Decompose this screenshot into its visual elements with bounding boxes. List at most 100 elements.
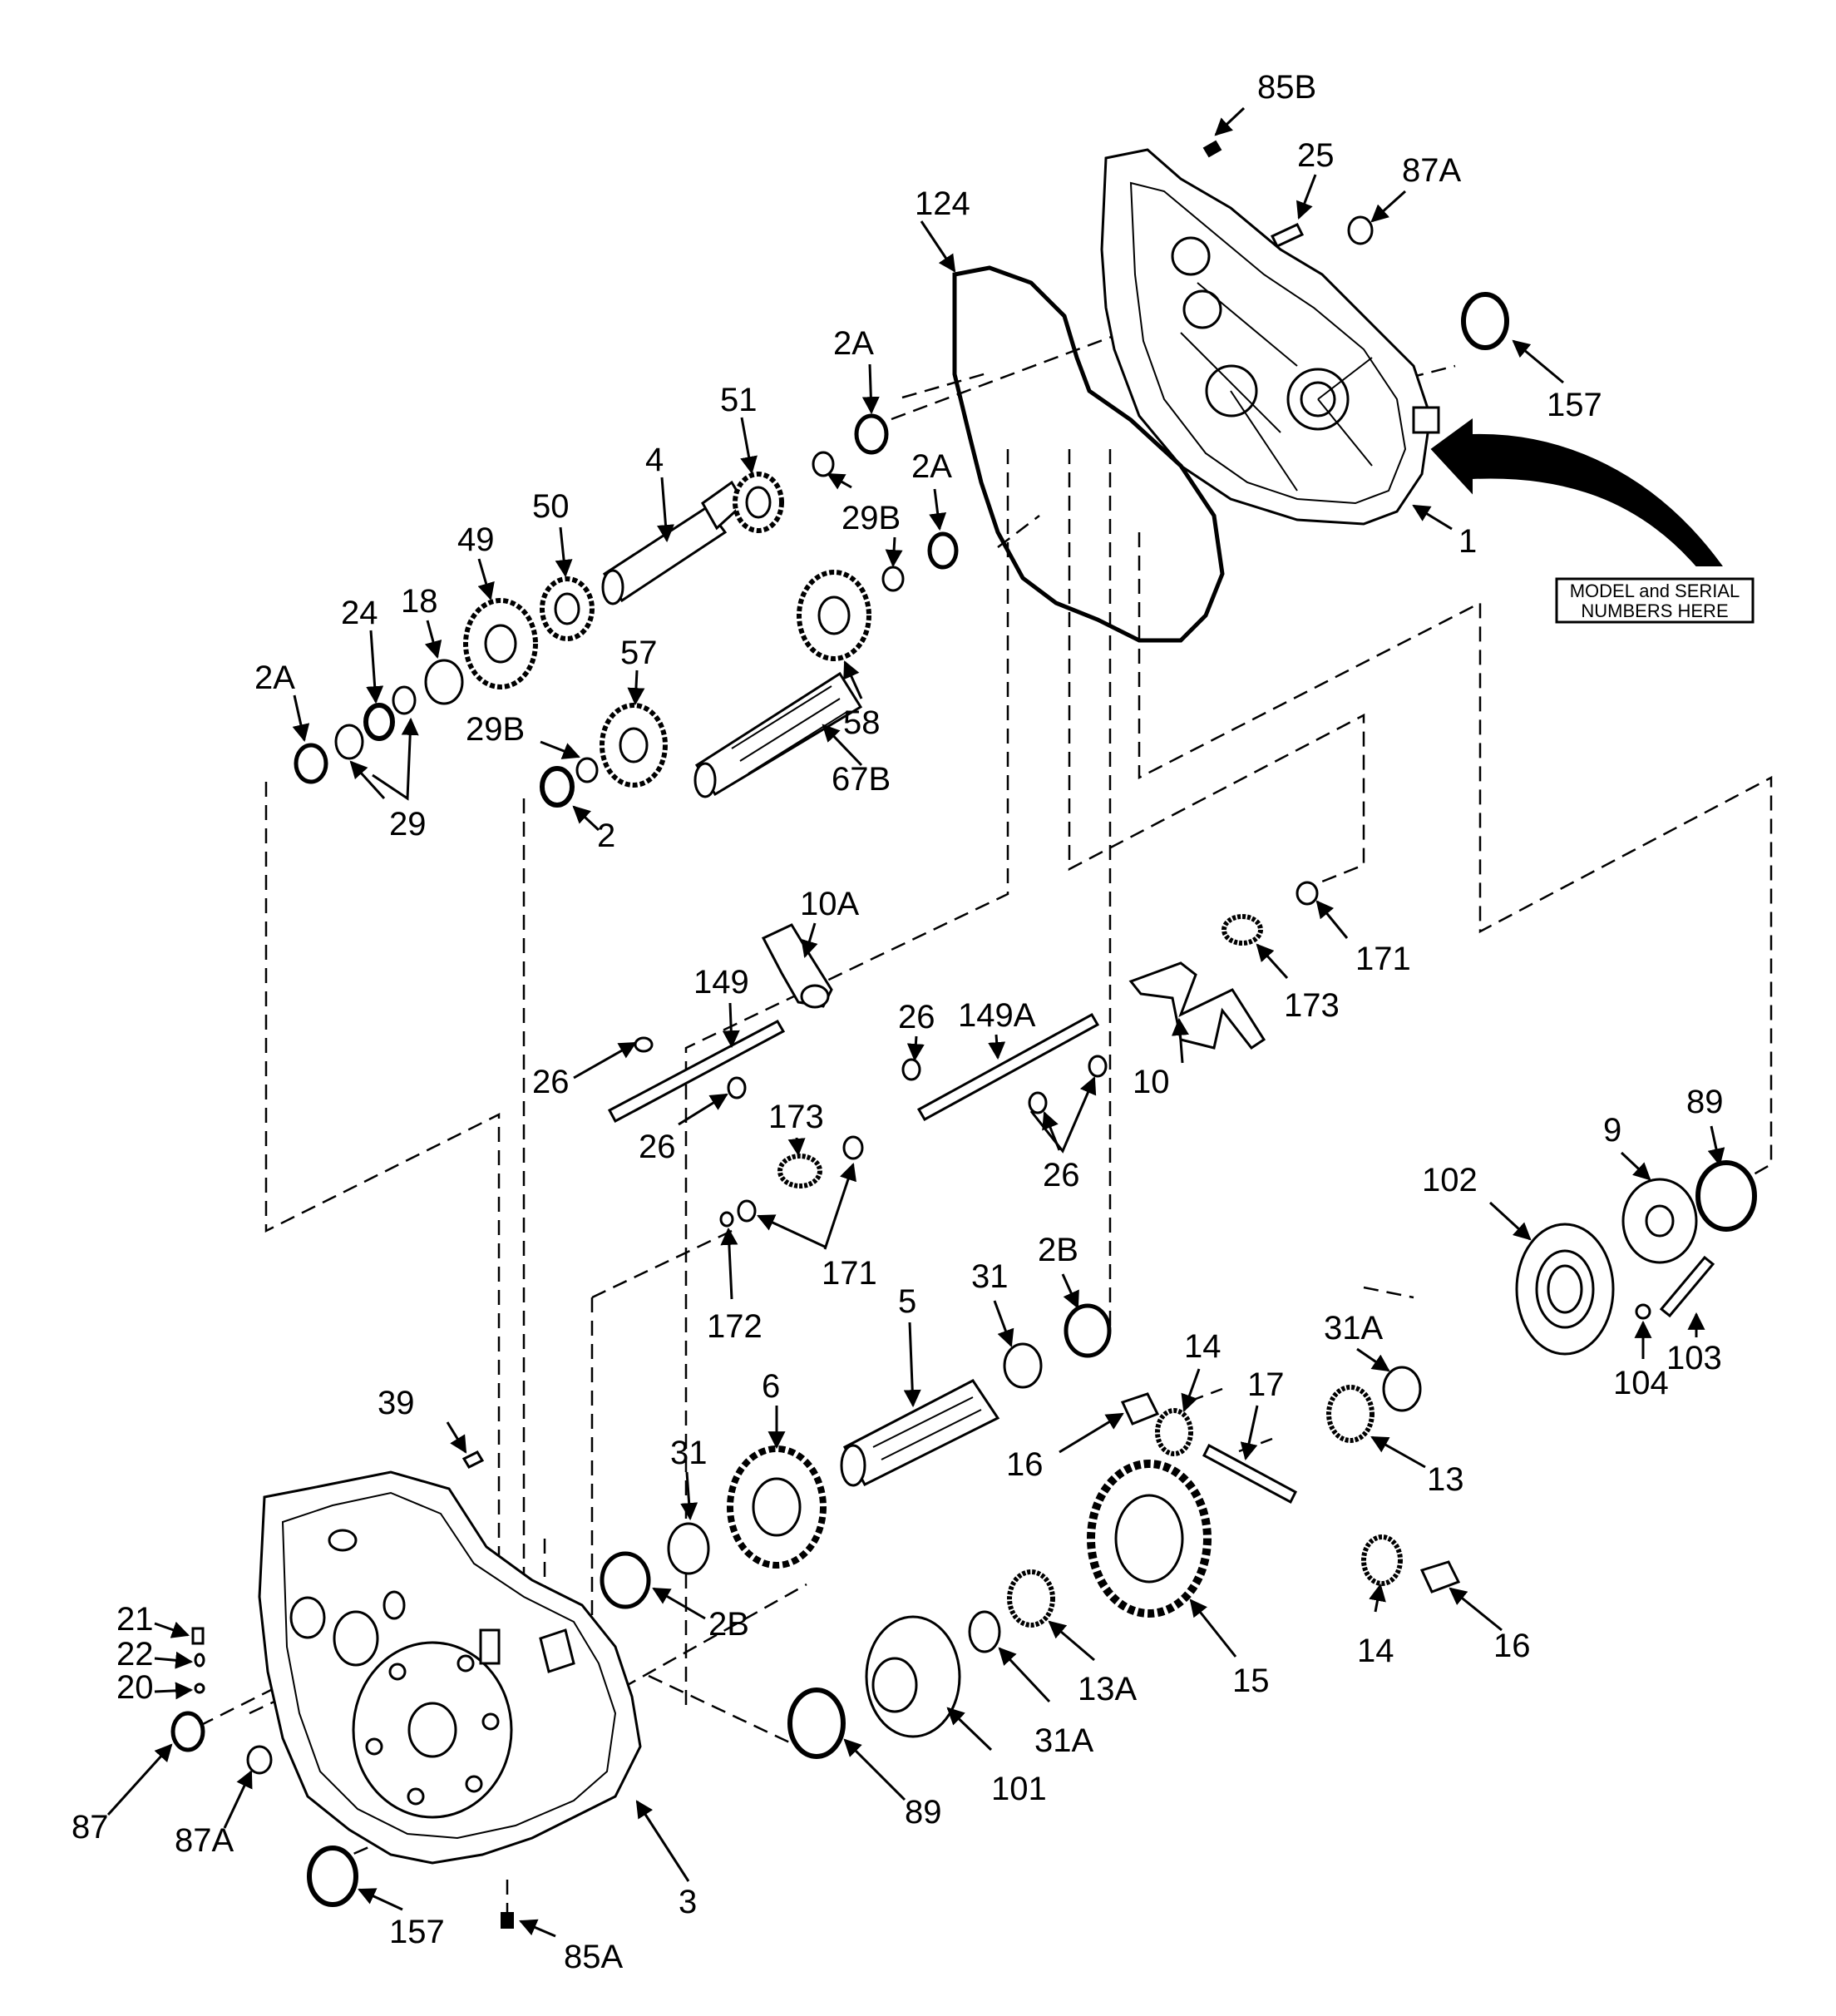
washer-part-171-a	[842, 1135, 864, 1160]
callout-149A: 149A	[958, 997, 1036, 1034]
callout-26-lower: 26	[639, 1129, 676, 1165]
bolt-part-103	[1659, 1255, 1715, 1318]
bolt-part-25	[1270, 223, 1305, 248]
shift-fork-part-10	[1128, 961, 1266, 1050]
note-line-1: MODEL and SERIAL	[1570, 581, 1740, 601]
callout-172: 172	[707, 1308, 763, 1345]
callout-25: 25	[1297, 137, 1335, 174]
spring-part-173-upper	[1222, 914, 1263, 946]
spacer-part-18	[424, 659, 464, 705]
shaft-part-67B	[693, 671, 863, 798]
callout-157-bottom: 157	[389, 1914, 445, 1950]
callout-14-lower: 14	[1357, 1633, 1394, 1669]
shift-fork-part-10A	[761, 923, 833, 1009]
callout-31-upper: 31	[971, 1258, 1009, 1295]
flange-part-102	[1515, 1223, 1615, 1356]
callout-5: 5	[898, 1283, 916, 1320]
callout-58: 58	[843, 704, 881, 741]
seal-part-87A-bottom	[246, 1745, 273, 1775]
callout-31-lower: 31	[670, 1435, 708, 1471]
callout-2: 2	[597, 818, 615, 854]
plug-part-85A	[501, 1912, 514, 1929]
callout-16-lower: 16	[1493, 1628, 1531, 1664]
washer-part-29-b	[334, 724, 364, 760]
bearing-part-2A-left	[294, 743, 328, 784]
callout-15: 15	[1232, 1663, 1270, 1699]
pin-part-17	[1202, 1443, 1297, 1505]
clip-part-26-d	[1028, 1091, 1048, 1114]
leader-lines	[106, 106, 1725, 1938]
washer-part-171-b	[737, 1199, 757, 1223]
bearing-part-2A-mid	[927, 531, 959, 570]
seal-part-87A-top	[1347, 215, 1374, 245]
shaft-part-5	[840, 1379, 1000, 1487]
callout-14-upper: 14	[1184, 1328, 1222, 1365]
gear-part-49	[463, 598, 538, 689]
shift-rod-part-149A	[916, 1012, 1100, 1122]
callout-51: 51	[720, 382, 758, 418]
callout-4: 4	[645, 442, 664, 478]
callout-157-top: 157	[1547, 387, 1602, 423]
callout-31A-upper: 31A	[1324, 1310, 1383, 1346]
bearing-part-2B-upper	[1064, 1303, 1112, 1358]
seal-part-87	[170, 1711, 205, 1752]
callout-173-upper: 173	[1284, 987, 1340, 1024]
callout-10A: 10A	[800, 886, 859, 922]
model-serial-note-box: MODEL and SERIAL NUMBERS HERE	[1555, 577, 1755, 624]
block-part-16-lower	[1419, 1560, 1461, 1594]
callout-6: 6	[762, 1368, 780, 1405]
callout-85A: 85A	[564, 1939, 623, 1975]
callout-29: 29	[389, 806, 427, 842]
callout-24: 24	[341, 595, 378, 631]
callout-22: 22	[116, 1636, 154, 1673]
washer-part-29-a	[392, 685, 417, 715]
callout-31A-lower: 31A	[1034, 1722, 1093, 1759]
bearing-part-2B-lower	[600, 1551, 651, 1609]
location-arrow	[1430, 418, 1723, 566]
callout-87A-top: 87A	[1402, 152, 1461, 189]
ring-part-31-upper	[1003, 1342, 1043, 1389]
flange-part-101	[865, 1615, 961, 1738]
bearing-part-24	[363, 703, 395, 741]
clip-part-26-e	[1088, 1055, 1108, 1078]
callout-20: 20	[116, 1669, 154, 1706]
washer-part-171-upper	[1296, 881, 1319, 906]
washer-part-31A-upper	[1382, 1366, 1422, 1412]
ring-part-31-lower	[667, 1522, 710, 1575]
bearing-part-89-right	[1695, 1160, 1757, 1232]
clip-part-26-c	[901, 1058, 921, 1081]
note-line-2: NUMBERS HERE	[1581, 600, 1728, 621]
lower-housing-part-3	[258, 1470, 642, 1865]
callout-21: 21	[116, 1601, 154, 1638]
callout-9: 9	[1603, 1112, 1621, 1149]
seal-part-157-bottom	[307, 1846, 358, 1907]
clip-part-29B-lower	[575, 757, 599, 783]
callout-26-right: 26	[898, 999, 935, 1035]
callout-16-upper: 16	[1006, 1446, 1044, 1483]
ring-gear-part-15	[1087, 1460, 1212, 1618]
gasket-part-124	[952, 265, 1225, 643]
callout-2B-upper: 2B	[1038, 1232, 1078, 1268]
callout-171-upper: 171	[1355, 941, 1411, 977]
callout-57: 57	[620, 635, 658, 671]
gear-part-14-upper	[1155, 1408, 1193, 1456]
gear-part-13A	[1007, 1569, 1055, 1628]
gear-part-50	[540, 576, 595, 641]
bolt-part-21	[191, 1627, 205, 1645]
callout-17: 17	[1247, 1366, 1285, 1403]
callout-87: 87	[72, 1809, 109, 1846]
gear-part-13	[1326, 1385, 1375, 1443]
washer-part-22	[194, 1653, 205, 1668]
washer-part-31A-lower	[968, 1610, 1001, 1653]
callout-124: 124	[915, 185, 970, 222]
shift-rod-part-149	[607, 1020, 786, 1124]
callout-149: 149	[693, 964, 749, 1001]
gear-part-14-lower	[1361, 1534, 1403, 1586]
clip-part-26-a	[634, 1036, 654, 1053]
callout-18: 18	[401, 583, 438, 620]
clip-part-26-b	[727, 1076, 747, 1099]
callout-10: 10	[1133, 1064, 1170, 1100]
callout-2A-upper: 2A	[833, 325, 874, 362]
